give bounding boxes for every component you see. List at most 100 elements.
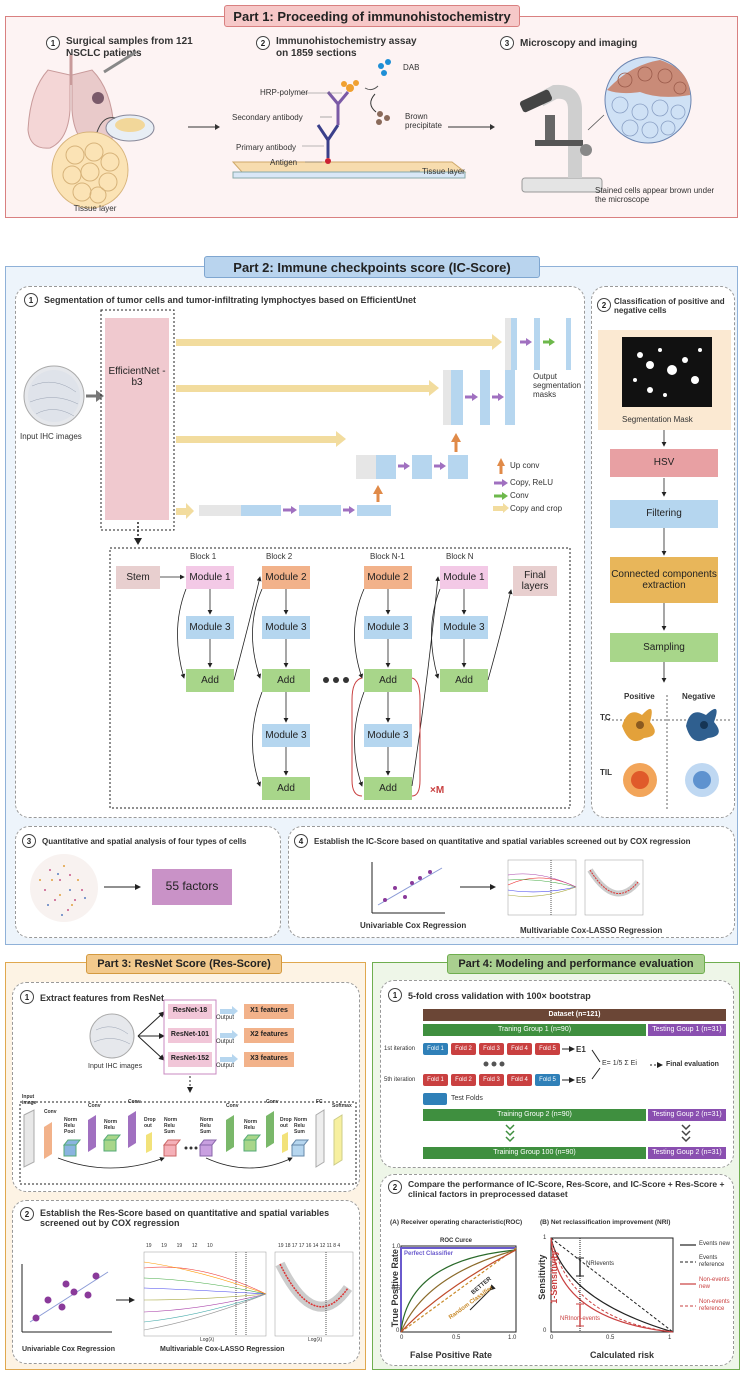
add-box: Add	[262, 669, 310, 692]
uni-cox-label: Univariable Cox Regression	[360, 921, 467, 930]
positive-til-cell-icon	[623, 763, 657, 797]
fold-box: Fold 2	[451, 1074, 476, 1086]
add-box: Add	[364, 777, 412, 800]
fold-box: Fold 2	[451, 1043, 476, 1055]
part1-step2-label: Immunohistochemistry assay on 1859 secti…	[276, 36, 417, 59]
layer-label: Conv	[88, 1103, 101, 1109]
tissue-layer-label: Tissue layer	[73, 204, 117, 213]
block-label: Block 2	[266, 552, 293, 561]
part4-s1-title: 5-fold cross validation with 100× bootst…	[408, 991, 591, 1001]
nri-tick: 0	[550, 1335, 554, 1341]
fold-box: Fold 1	[423, 1074, 448, 1086]
negative-label: Negative	[682, 692, 716, 701]
final-evaluation-label: Final evaluation	[666, 1061, 719, 1068]
nri-legend-item: Events reference	[699, 1255, 725, 1268]
legend-copy-relu: Copy, ReLU	[510, 478, 553, 487]
module3-box: Module 3	[364, 616, 412, 639]
fold-box: Fold 1	[423, 1043, 448, 1055]
layer-label: Norm Relu Sum	[294, 1117, 308, 1135]
connected-components-box: Connected components extraction	[610, 557, 718, 603]
fold-box: Fold 3	[479, 1074, 504, 1086]
section-number: 2	[388, 1180, 402, 1194]
petri-dish-icon	[105, 114, 155, 142]
layer-label: Drop out	[144, 1117, 156, 1129]
section-number: 3	[22, 834, 36, 848]
output-label: Output	[216, 1015, 235, 1021]
testing-group100-bar: Testing Goup 2 (n=31)	[648, 1147, 726, 1159]
axis-label: Log(λ)	[200, 1337, 215, 1343]
section-number: 2	[597, 298, 611, 312]
nri-legend-item: Events new	[699, 1241, 731, 1247]
x3-features-box: X3 features	[244, 1052, 294, 1067]
part3-s1-title: Extract features from ResNet	[40, 993, 165, 1003]
add-box: Add	[364, 669, 412, 692]
fold-box: Fold 5	[535, 1043, 560, 1055]
resnet101-box: ResNet-101	[168, 1028, 212, 1043]
roc-tick: 0.5	[452, 1335, 461, 1341]
part3-title: Part 3: ResNet Score (Res-Score)	[86, 954, 282, 974]
iteration-label: 5th iteration	[384, 1077, 416, 1083]
positive-tc-cell-icon	[622, 708, 655, 742]
training-group1-bar: Traning Group 1 (n=90)	[423, 1024, 646, 1036]
lung-icon	[27, 55, 115, 149]
efficientnet-b3-block: EfficientNet -b3	[108, 365, 166, 389]
part1-title: Part 1: Proceeding of immunohistochemist…	[224, 5, 520, 27]
tc-label: TC	[600, 713, 611, 722]
resnet152-box: ResNet-152	[168, 1052, 212, 1067]
nri-tick: 1	[543, 1235, 547, 1241]
e1-label: E1	[576, 1045, 586, 1054]
output-label: Output	[216, 1039, 235, 1045]
sampling-box: Sampling	[610, 633, 718, 662]
layer-label: Norm Relu Sum	[164, 1117, 178, 1135]
part2-title: Part 2: Immune checkpoints score (IC-Sco…	[204, 256, 540, 278]
axis-tick: 19 19 19 12 10	[146, 1243, 213, 1249]
section-number: 1	[388, 988, 402, 1002]
add-box: Add	[440, 669, 488, 692]
module1-box: Module 1	[440, 566, 488, 589]
iteration-label: 1st iteration	[384, 1046, 416, 1052]
uni-cox-label: Univariable Cox Regression	[22, 1346, 115, 1353]
multi-cox-label: Multivariable Cox-LASSO Regression	[520, 926, 663, 935]
section-number: 2	[20, 1207, 34, 1221]
input-ihc-label: Input IHC images	[20, 432, 82, 441]
e-formula: E= 1/5 Σ Ei	[602, 1060, 637, 1067]
layer-label: Norm Relu Pool	[64, 1117, 78, 1135]
x1-features-box: X1 features	[244, 1004, 294, 1019]
part2-s1-title: Segmentation of tumor cells and tumor-in…	[44, 295, 417, 305]
layer-label: Softmax	[332, 1103, 352, 1109]
module3-box: Module 3	[262, 724, 310, 747]
nri-events-label: NRIevents	[586, 1261, 615, 1267]
section-number: 1	[24, 293, 38, 307]
negative-tc-cell-icon	[686, 708, 719, 742]
layer-label: Conv	[44, 1109, 57, 1115]
antigen-label: Antigen	[270, 158, 298, 167]
nri-tick: 0	[543, 1328, 547, 1334]
section-number: 1	[20, 990, 34, 1004]
axis-label: Log(λ)	[308, 1337, 323, 1343]
legend-conv: Conv	[510, 491, 529, 500]
fold-box: Fold 4	[507, 1043, 532, 1055]
final-layers-box: Final layers	[513, 566, 557, 596]
nri-nonevents-label: NRInon-events	[560, 1316, 601, 1322]
step-number: 3	[500, 36, 514, 50]
nri-y-label-red: 1-Sensitivity	[548, 1250, 559, 1304]
hsv-box: HSV	[610, 449, 718, 477]
factors-box: 55 factors	[152, 869, 232, 905]
nri-tick: 1	[668, 1335, 672, 1341]
dab-label: DAB	[403, 63, 420, 72]
module3-box: Module 3	[364, 724, 412, 747]
brown-precipitate-label: Brown precipitate	[405, 112, 442, 131]
primary-antibody-label: Primary antibody	[236, 143, 297, 152]
roc-tick: 1.0	[392, 1244, 401, 1250]
module2-box: Module 2	[262, 566, 310, 589]
segmentation-mask-label: Segmentation Mask	[622, 415, 693, 424]
roc-title: (A) Receiver operating characteristic(RO…	[390, 1219, 523, 1226]
block-label: Block N-1	[370, 552, 405, 561]
layer-label: Conv	[266, 1099, 279, 1105]
part1-step3-label: Microscopy and imaging	[520, 38, 638, 49]
